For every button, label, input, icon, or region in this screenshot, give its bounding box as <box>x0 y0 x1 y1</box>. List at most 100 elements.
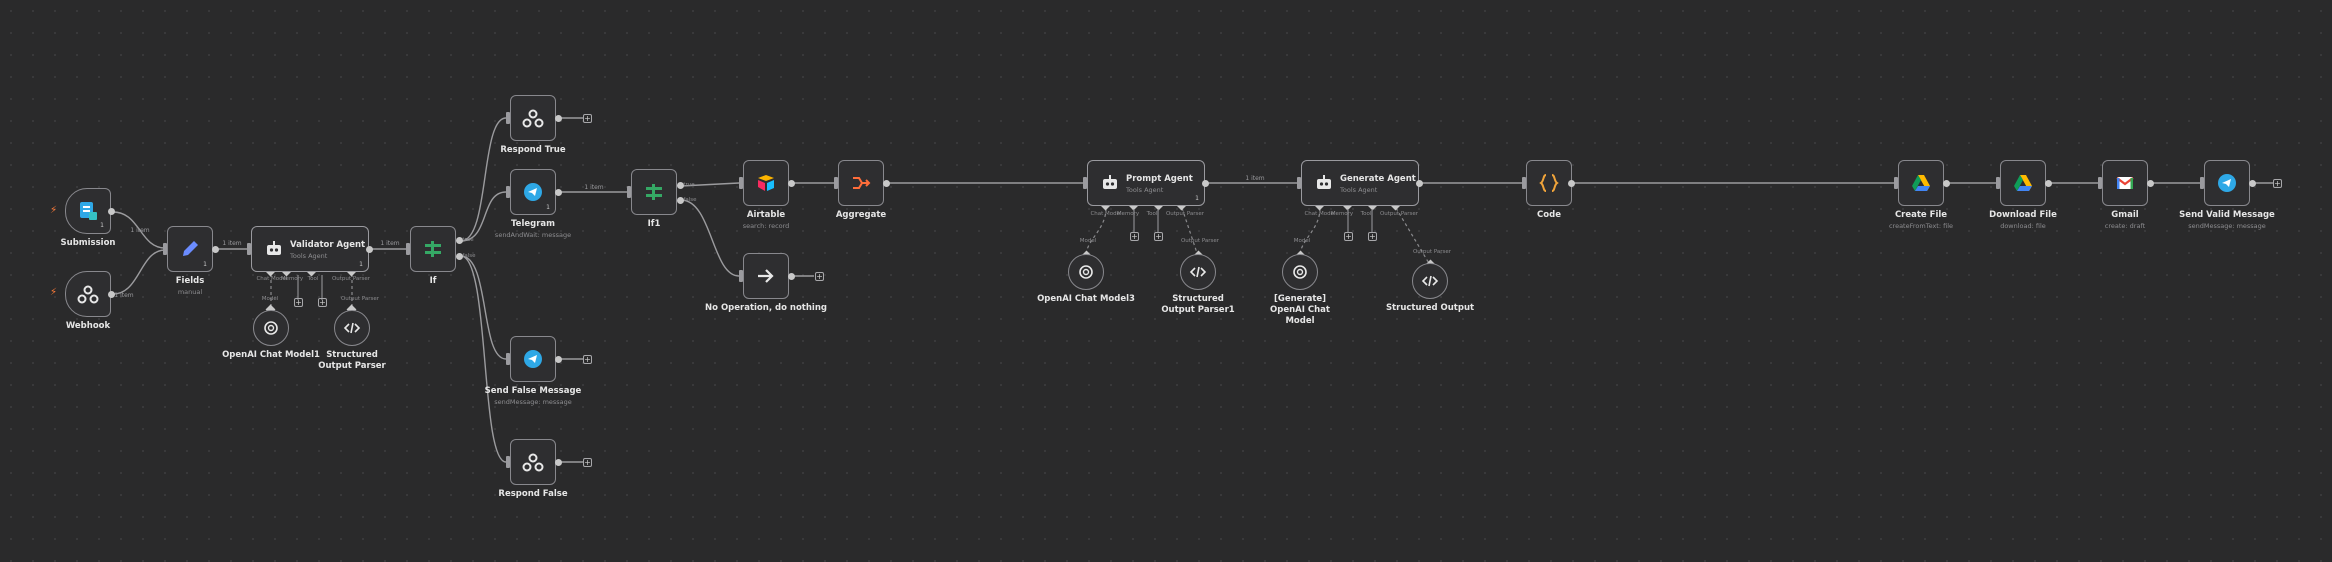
input-handle[interactable] <box>2200 177 2204 189</box>
output-handle-false[interactable] <box>677 197 684 204</box>
gmail-icon <box>2116 177 2134 189</box>
input-handle[interactable] <box>506 456 510 468</box>
node-generate-openai-chat-model[interactable] <box>1282 254 1318 290</box>
input-handle[interactable] <box>739 177 743 189</box>
edge-label: 1 item <box>130 227 150 234</box>
input-handle[interactable] <box>1996 177 2000 189</box>
output-handle[interactable] <box>108 208 115 215</box>
robot-icon <box>1317 175 1331 189</box>
output-handle[interactable] <box>2147 180 2154 187</box>
node-airtable[interactable] <box>743 160 789 206</box>
add-node-button[interactable]: + <box>583 114 592 123</box>
output-handle[interactable] <box>555 459 562 466</box>
output-handle[interactable] <box>555 189 562 196</box>
output-handle-true[interactable] <box>456 237 463 244</box>
node-label: Respond True <box>500 145 566 155</box>
node-aggregate[interactable] <box>838 160 884 206</box>
input-handle[interactable] <box>406 243 410 255</box>
add-memory-button[interactable]: + <box>1130 232 1139 241</box>
output-handle[interactable] <box>1416 180 1423 187</box>
node-openai-chat-model1[interactable] <box>253 310 289 346</box>
node-create-file[interactable] <box>1898 160 1944 206</box>
openai-icon <box>264 321 278 335</box>
output-handle[interactable] <box>555 356 562 363</box>
output-handle[interactable] <box>366 246 373 253</box>
add-node-button[interactable]: + <box>815 272 824 281</box>
input-handle[interactable] <box>2098 177 2102 189</box>
output-handle[interactable] <box>212 246 219 253</box>
node-label: Telegram <box>511 219 555 229</box>
add-tool-button[interactable]: + <box>1368 232 1377 241</box>
node-structured-output-parser1[interactable] <box>1180 254 1216 290</box>
output-handle[interactable] <box>883 180 890 187</box>
output-handle[interactable] <box>108 291 115 298</box>
code-braces-icon <box>1539 174 1559 192</box>
output-handle[interactable] <box>555 115 562 122</box>
node-code[interactable] <box>1526 160 1572 206</box>
input-handle[interactable] <box>1894 177 1898 189</box>
edge-if1-noop <box>680 199 740 277</box>
output-handle[interactable] <box>2045 180 2052 187</box>
node-gmail[interactable] <box>2102 160 2148 206</box>
node-fields[interactable]: 1 <box>167 226 213 272</box>
input-handle[interactable] <box>506 186 510 198</box>
add-node-button[interactable]: + <box>583 458 592 467</box>
output-handle-true[interactable] <box>677 182 684 189</box>
node-label: Code <box>1537 210 1561 220</box>
node-label: Download File <box>1989 210 2057 220</box>
input-handle[interactable] <box>163 243 167 255</box>
output-handle[interactable] <box>1943 180 1950 187</box>
webhook-icon <box>77 285 99 304</box>
add-node-button[interactable]: + <box>2273 179 2282 188</box>
node-label: Submission <box>60 238 116 248</box>
node-if[interactable] <box>410 226 456 272</box>
node-subtitle: search: record <box>742 222 790 230</box>
node-label: Send False Message <box>484 386 582 396</box>
add-tool-button[interactable]: + <box>318 298 327 307</box>
input-handle[interactable] <box>627 186 631 198</box>
add-node-button[interactable]: + <box>583 355 592 364</box>
arrow-right-icon <box>758 269 774 283</box>
edge-label: 1 item <box>114 292 134 299</box>
node-download-file[interactable] <box>2000 160 2046 206</box>
node-send-valid-message[interactable] <box>2204 160 2250 206</box>
node-submission[interactable]: 1 <box>65 188 111 234</box>
add-memory-button[interactable]: + <box>294 298 303 307</box>
output-handle[interactable] <box>2249 180 2256 187</box>
edge-if-respondtrue <box>460 117 507 242</box>
input-handle[interactable] <box>1522 177 1526 189</box>
input-handle[interactable] <box>247 243 251 255</box>
node-openai-chat-model3[interactable] <box>1068 254 1104 290</box>
airtable-icon <box>758 175 774 191</box>
output-handle[interactable] <box>788 273 795 280</box>
node-send-false-message[interactable] <box>510 336 556 382</box>
input-handle[interactable] <box>1297 177 1301 189</box>
node-structured-output-parser[interactable] <box>334 310 370 346</box>
node-respond-true[interactable] <box>510 95 556 141</box>
input-handle[interactable] <box>506 112 510 124</box>
output-handle-false[interactable] <box>456 253 463 260</box>
edge-webhook-fields <box>112 249 166 295</box>
node-structured-output[interactable] <box>1412 263 1448 299</box>
node-if1[interactable] <box>631 169 677 215</box>
input-handle[interactable] <box>739 270 743 282</box>
input-handle[interactable] <box>1083 177 1087 189</box>
node-label: Webhook <box>65 321 111 331</box>
output-handle[interactable] <box>1568 180 1575 187</box>
input-handle[interactable] <box>834 177 838 189</box>
node-no-operation[interactable] <box>743 253 789 299</box>
add-tool-button[interactable]: + <box>1154 232 1163 241</box>
node-label: If1 <box>647 219 661 229</box>
output-handle[interactable] <box>788 180 795 187</box>
input-handle[interactable] <box>506 353 510 365</box>
node-telegram[interactable]: 1 <box>510 169 556 215</box>
robot-icon <box>267 241 281 255</box>
node-subtitle: download: file <box>2000 222 2046 230</box>
node-respond-false[interactable] <box>510 439 556 485</box>
output-handle[interactable] <box>1202 180 1209 187</box>
add-memory-button[interactable]: + <box>1344 232 1353 241</box>
node-webhook[interactable] <box>65 271 111 317</box>
